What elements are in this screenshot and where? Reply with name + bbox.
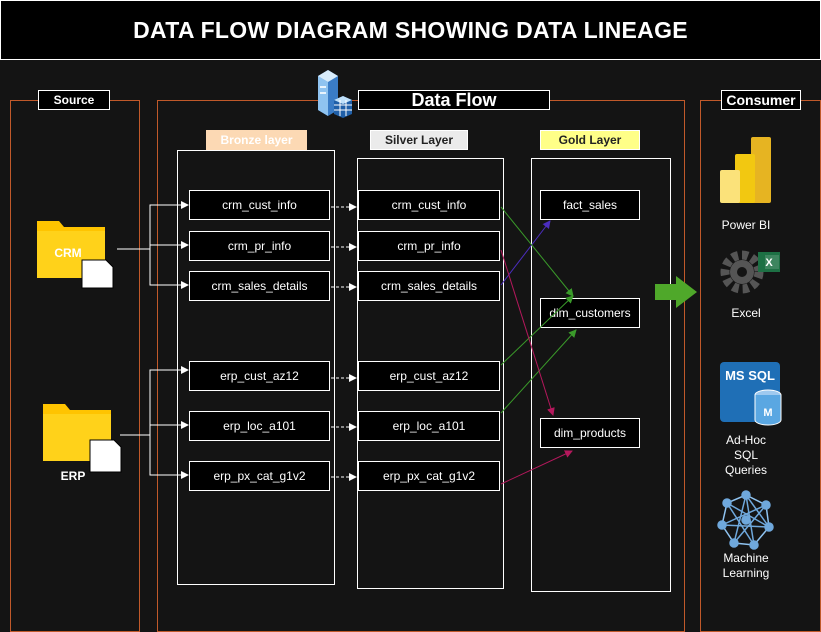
data-flow-panel-label: Data Flow xyxy=(358,90,550,110)
consumer-panel-text: Consumer xyxy=(726,92,796,108)
source-panel xyxy=(10,100,140,632)
data-flow-panel-text: Data Flow xyxy=(411,89,497,110)
erp-source-label: ERP xyxy=(60,469,86,483)
bronze-node-crm-sales-details[interactable]: crm_sales_details xyxy=(189,271,330,301)
bronze-layer-text: Bronze layer xyxy=(220,133,293,147)
bronze-layer-label: Bronze layer xyxy=(206,130,307,150)
gold-layer-label: Gold Layer xyxy=(540,130,640,150)
gold-layer-text: Gold Layer xyxy=(558,133,622,147)
bronze-node-crm-pr-info[interactable]: crm_pr_info xyxy=(189,231,330,261)
gold-layer-box xyxy=(531,158,671,592)
silver-node-erp-loc-a101[interactable]: erp_loc_a101 xyxy=(358,411,500,441)
diagram-title: DATA FLOW DIAGRAM SHOWING DATA LINEAGE xyxy=(133,16,688,43)
bronze-node-crm-cust-info[interactable]: crm_cust_info xyxy=(189,190,330,220)
bronze-layer-box xyxy=(177,150,335,585)
power-bi-label: Power BI xyxy=(721,218,771,232)
silver-node-crm-cust-info[interactable]: crm_cust_info xyxy=(358,190,500,220)
excel-label: Excel xyxy=(731,306,761,320)
silver-node-erp-px-cat-g1v2[interactable]: erp_px_cat_g1v2 xyxy=(358,461,500,491)
adhoc-sql-label: Ad-Hoc SQL Queries xyxy=(724,433,768,477)
silver-node-crm-pr-info[interactable]: crm_pr_info xyxy=(358,231,500,261)
silver-node-erp-cust-az12[interactable]: erp_cust_az12 xyxy=(358,361,500,391)
crm-source-label: CRM xyxy=(54,246,82,260)
source-panel-label: Source xyxy=(38,90,110,110)
gold-node-dim-products[interactable]: dim_products xyxy=(540,418,640,448)
bronze-node-erp-px-cat-g1v2[interactable]: erp_px_cat_g1v2 xyxy=(189,461,330,491)
source-panel-text: Source xyxy=(53,93,95,107)
bronze-node-erp-cust-az12[interactable]: erp_cust_az12 xyxy=(189,361,330,391)
machine-learning-label: Machine Learning xyxy=(722,551,770,580)
silver-node-crm-sales-details[interactable]: crm_sales_details xyxy=(358,271,500,301)
silver-layer-text: Silver Layer xyxy=(384,133,454,147)
silver-layer-label: Silver Layer xyxy=(370,130,468,150)
gold-node-fact-sales[interactable]: fact_sales xyxy=(540,190,640,220)
gold-node-dim-customers[interactable]: dim_customers xyxy=(540,298,640,328)
bronze-node-erp-loc-a101[interactable]: erp_loc_a101 xyxy=(189,411,330,441)
diagram-title-bar: DATA FLOW DIAGRAM SHOWING DATA LINEAGE xyxy=(0,0,821,60)
consumer-panel-label: Consumer xyxy=(721,90,801,110)
